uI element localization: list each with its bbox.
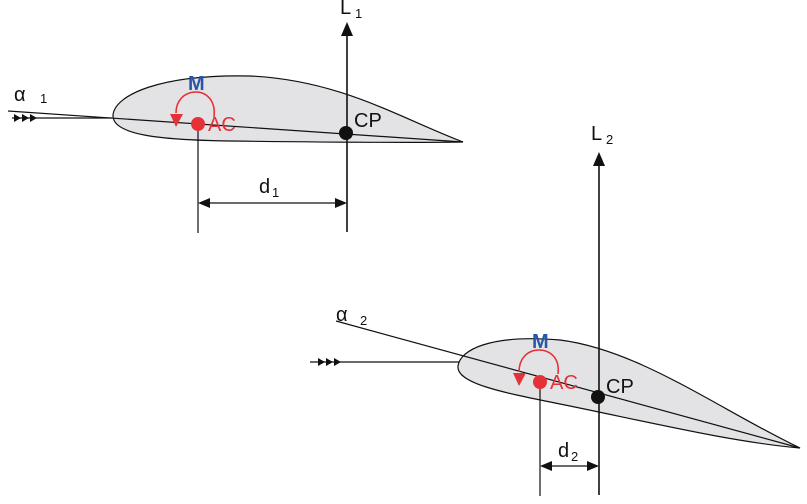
upper-ac-label: AC (208, 114, 236, 136)
lower-alpha-subscript: 2 (360, 313, 367, 328)
lower-lift-subscript: 2 (606, 132, 613, 147)
upper-lift-arrowhead (341, 22, 353, 36)
upper-distance-arrowhead-right (335, 198, 347, 208)
upper-airfoil-group: α 1 L 1 M AC CP d 1 (7, 0, 464, 233)
upper-ac-point (191, 117, 205, 131)
lower-ac-point (533, 375, 547, 389)
lower-distance-subscript: 2 (571, 449, 578, 464)
lower-moment-arc (518, 349, 560, 375)
upper-chord-line (7, 110, 464, 143)
lower-airfoil-group: α 2 L 2 M AC CP d 2 (310, 123, 801, 496)
lower-moment-label: M (532, 331, 549, 353)
upper-moment-arc (175, 91, 216, 118)
lower-moment-arrowhead (513, 373, 526, 386)
lower-freestream-arrows (310, 358, 460, 366)
upper-alpha-subscript: 1 (40, 91, 47, 106)
lower-chord-line (335, 320, 801, 449)
upper-cp-label: CP (354, 110, 382, 132)
lower-alpha-symbol: α (336, 304, 348, 326)
upper-cp-point (339, 126, 353, 140)
lower-distance-symbol: d (558, 440, 569, 462)
lower-cp-point (591, 390, 605, 404)
lower-lift-symbol: L (591, 123, 602, 145)
upper-alpha-symbol: α (14, 84, 26, 106)
lower-distance-arrowhead-left (540, 461, 552, 471)
lower-distance-arrowhead-right (587, 461, 599, 471)
upper-distance-symbol: d (259, 176, 270, 198)
upper-distance-arrowhead-left (198, 198, 210, 208)
upper-distance-subscript: 1 (272, 185, 279, 200)
upper-lift-subscript: 1 (355, 6, 362, 21)
lower-cp-label: CP (606, 376, 634, 398)
upper-moment-label: M (188, 73, 205, 95)
lower-ac-label: AC (550, 372, 578, 394)
upper-airfoil-shape (112, 75, 464, 144)
lower-lift-arrowhead (593, 152, 605, 166)
upper-lift-symbol: L (340, 0, 351, 19)
upper-freestream-arrows (12, 114, 112, 122)
upper-moment-arrowhead (170, 114, 183, 127)
lower-airfoil-shape (457, 338, 801, 449)
